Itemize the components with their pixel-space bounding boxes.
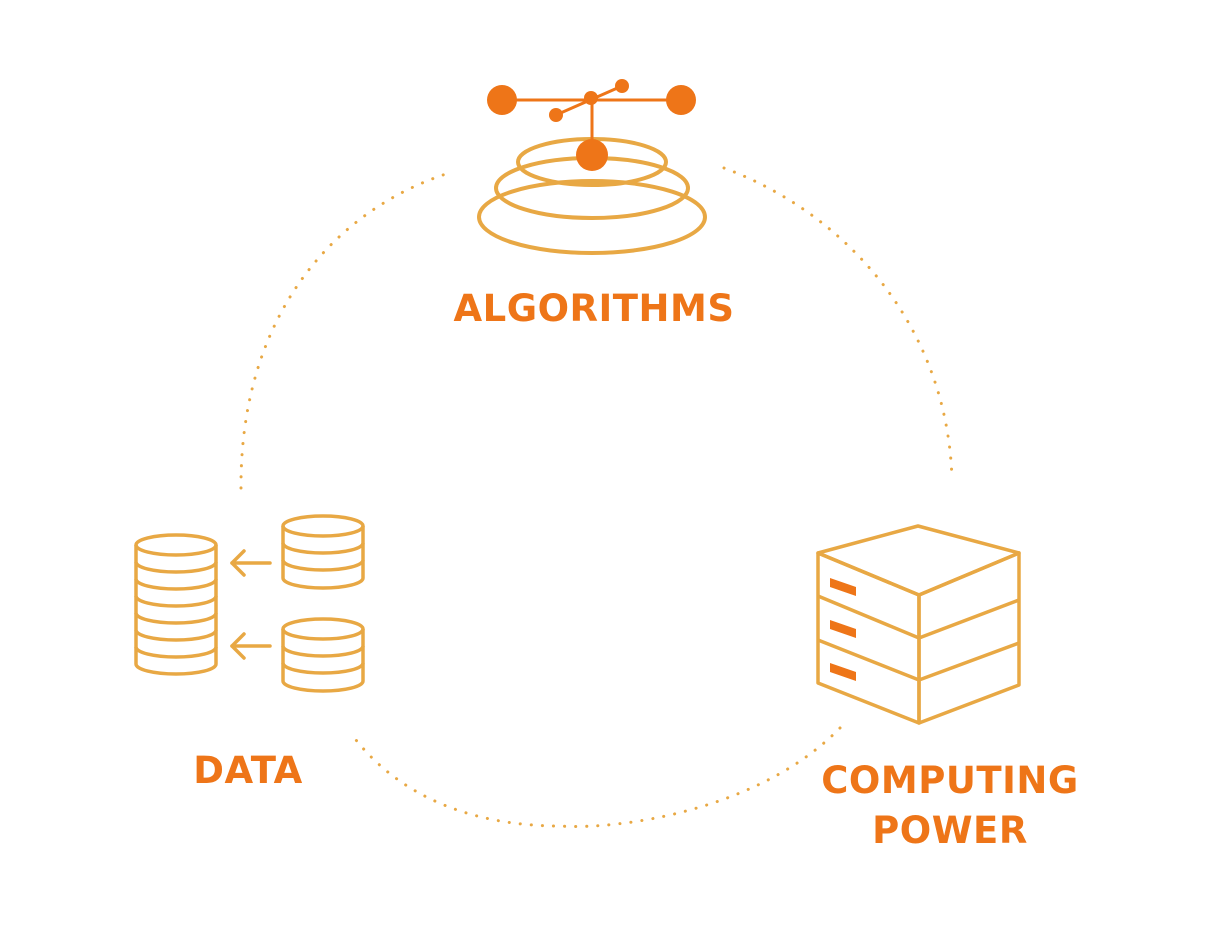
server-indicator-light bbox=[830, 578, 856, 596]
data-label: DATA bbox=[193, 749, 303, 792]
connector-data-to-algorithms bbox=[239, 170, 454, 490]
cycle-connectors bbox=[239, 166, 954, 828]
database-stack-icon bbox=[134, 514, 365, 693]
network-node-small-right bbox=[615, 79, 629, 93]
server-side-face bbox=[917, 551, 1021, 725]
arrow-left-icon bbox=[230, 549, 272, 577]
algorithm-network-icon bbox=[477, 79, 707, 255]
database-small-top bbox=[281, 514, 365, 590]
arrow-left-icon bbox=[230, 632, 272, 660]
server-front-face bbox=[816, 551, 921, 725]
computing-power-label-line2: POWER bbox=[872, 809, 1028, 852]
algorithm-base-ring-outer bbox=[477, 179, 707, 255]
connector-algorithms-to-computing bbox=[722, 166, 954, 482]
network-node-center bbox=[584, 91, 598, 105]
network-node-left bbox=[487, 85, 517, 115]
database-large bbox=[134, 533, 218, 676]
computing-power-label: COMPUTING POWER bbox=[800, 756, 1100, 856]
network-node-right bbox=[666, 85, 696, 115]
server-stack-icon bbox=[816, 524, 1021, 725]
computing-power-label-line1: COMPUTING bbox=[821, 759, 1079, 802]
connector-computing-to-data bbox=[354, 726, 842, 828]
database-small-bottom bbox=[281, 617, 365, 693]
network-node-small-left bbox=[549, 108, 563, 122]
algorithms-label: ALGORITHMS bbox=[453, 287, 735, 330]
server-indicator-light bbox=[830, 663, 856, 681]
network-node-root bbox=[576, 139, 608, 171]
server-indicator-light bbox=[830, 620, 856, 638]
